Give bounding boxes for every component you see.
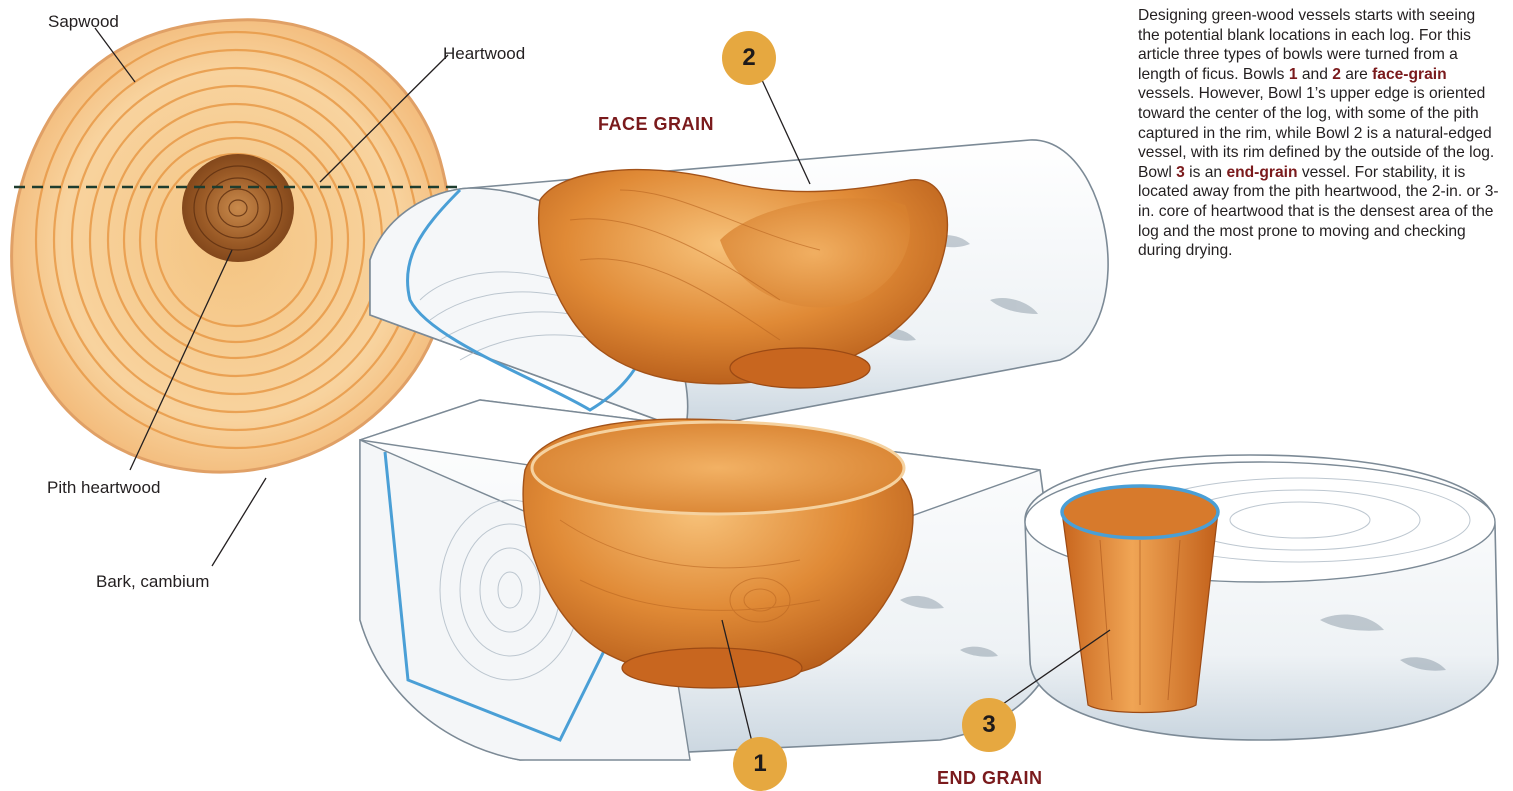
heartwood-label: Heartwood bbox=[443, 44, 525, 64]
caption-num-2: 2 bbox=[1332, 66, 1341, 83]
bowl-3-badge: 3 bbox=[962, 698, 1016, 752]
lower-log-half bbox=[360, 400, 1060, 760]
caption-part-5: is an bbox=[1185, 164, 1227, 181]
leader-bark bbox=[212, 478, 266, 566]
sapwood-label: Sapwood bbox=[48, 12, 119, 32]
pith-heartwood-label: Pith heartwood bbox=[47, 478, 160, 498]
caption-face-grain: face-grain bbox=[1372, 66, 1447, 83]
face-grain-heading: FACE GRAIN bbox=[598, 114, 714, 135]
caption-num-1: 1 bbox=[1289, 66, 1298, 83]
caption-part-3: are bbox=[1341, 66, 1372, 83]
end-grain-block bbox=[1025, 455, 1498, 740]
bark-cambium-label: Bark, cambium bbox=[96, 572, 209, 592]
disk-heartwood-core bbox=[182, 154, 294, 262]
caption-text: Designing green-wood vessels starts with… bbox=[1138, 6, 1500, 261]
bowl-3 bbox=[1062, 486, 1218, 713]
caption-end-grain: end-grain bbox=[1226, 164, 1297, 181]
bowl-1-badge: 1 bbox=[733, 737, 787, 791]
end-grain-heading: END GRAIN bbox=[937, 768, 1043, 789]
caption-num-3: 3 bbox=[1176, 164, 1185, 181]
bowl-2-badge: 2 bbox=[722, 31, 776, 85]
caption-part-2: and bbox=[1298, 66, 1333, 83]
upper-log-half bbox=[370, 140, 1108, 430]
